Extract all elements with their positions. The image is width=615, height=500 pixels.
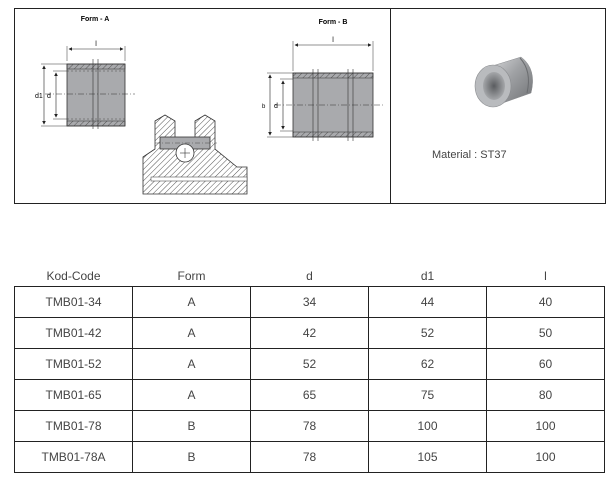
material-label: Material : ST37 — [432, 149, 507, 161]
cell-d: 52 — [250, 348, 369, 380]
form-b-dim-d: d — [274, 103, 278, 110]
table-row: TMB01-42 A 42 52 50 — [14, 317, 605, 349]
cell-d1: 44 — [368, 286, 487, 318]
product-photo-panel — [474, 56, 533, 108]
cell-form: A — [132, 348, 251, 380]
cell-code: TMB01-34 — [14, 286, 133, 318]
header-code: Kod-Code — [46, 269, 101, 283]
cell-l: 100 — [486, 410, 605, 442]
table-row: TMB01-52 A 52 62 60 — [14, 348, 605, 380]
technical-drawing-frame: Form - A l d1 d — [14, 8, 606, 204]
cell-code: TMB01-42 — [14, 317, 133, 349]
cell-l: 60 — [486, 348, 605, 380]
form-b-label: Form - B — [319, 19, 348, 26]
cell-code: TMB01-78A — [14, 441, 133, 473]
form-a-dim-d: d — [47, 93, 51, 100]
cell-l: 40 — [486, 286, 605, 318]
cell-code: TMB01-78 — [14, 410, 133, 442]
form-b-dim-b: b — [262, 104, 266, 110]
cell-d1: 52 — [368, 317, 487, 349]
table-row: TMB01-65 A 65 75 80 — [14, 379, 605, 411]
form-a-label: Form - A — [81, 16, 110, 23]
table-row: TMB01-78A B 78 105 100 — [14, 441, 605, 473]
form-b-bushing — [275, 69, 383, 141]
bushing-photo — [474, 56, 533, 108]
cell-form: B — [132, 410, 251, 442]
table-row: TMB01-78 B 78 100 100 — [14, 410, 605, 442]
cell-code: TMB01-52 — [14, 348, 133, 380]
header-d1: d1 — [420, 269, 435, 283]
cell-d: 78 — [250, 410, 369, 442]
header-l: l — [544, 269, 547, 283]
header-form: Form — [177, 269, 206, 283]
spec-table: Kod-Code Form d d1 l TMB01-34 A 34 44 40… — [14, 266, 605, 473]
technical-drawing: Form - A l d1 d — [35, 16, 383, 195]
cell-form: B — [132, 441, 251, 473]
cell-d1: 100 — [368, 410, 487, 442]
form-b-dim-l: l — [332, 37, 334, 44]
form-a-dim-l: l — [95, 41, 97, 48]
cell-d1: 105 — [368, 441, 487, 473]
header-d: d — [306, 269, 313, 283]
cell-d: 34 — [250, 286, 369, 318]
table-header-row: Kod-Code Form d d1 l — [15, 266, 605, 287]
cell-form: A — [132, 379, 251, 411]
cell-l: 100 — [486, 441, 605, 473]
cell-l: 50 — [486, 317, 605, 349]
cell-l: 80 — [486, 379, 605, 411]
panel-divider — [390, 9, 391, 203]
cell-form: A — [132, 286, 251, 318]
form-a-dim-d1: d1 — [35, 93, 43, 100]
cell-d1: 75 — [368, 379, 487, 411]
cell-d: 78 — [250, 441, 369, 473]
cell-d: 42 — [250, 317, 369, 349]
assembly-section-drawing — [142, 114, 248, 195]
form-a-bushing — [45, 59, 135, 129]
cell-d: 65 — [250, 379, 369, 411]
cell-code: TMB01-65 — [14, 379, 133, 411]
table-row: TMB01-34 A 34 44 40 — [14, 286, 605, 318]
cell-d1: 62 — [368, 348, 487, 380]
cell-form: A — [132, 317, 251, 349]
